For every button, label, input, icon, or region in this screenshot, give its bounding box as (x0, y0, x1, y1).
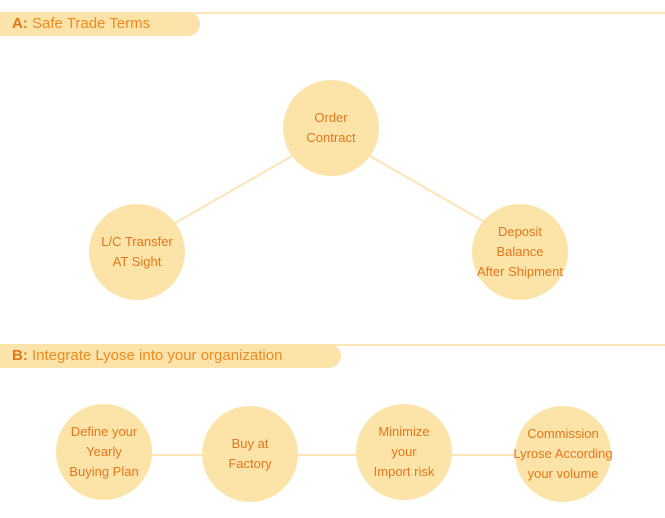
node-lc-transfer: L/C Transfer AT Sight (89, 204, 185, 300)
section-a-tab: A: Safe Trade Terms (0, 12, 200, 36)
node-line: Factory (228, 456, 272, 471)
node-minimize-risk: Minimize your Import risk (356, 404, 452, 500)
section-b-title: Integrate Lyose into your organization (32, 347, 283, 364)
node-line: Lyrose According (513, 446, 613, 461)
node-line: Define your (70, 424, 138, 439)
node-line: Import risk (373, 464, 435, 479)
section-a-title: Safe Trade Terms (32, 15, 151, 32)
node-line: Minimize (378, 424, 430, 439)
section-a-rule (0, 12, 665, 14)
node-line: Commission (527, 426, 599, 441)
node-deposit-balance: Deposit Balance After Shipment (472, 204, 568, 300)
node-line: Deposit (497, 224, 543, 239)
node-line: your (391, 444, 417, 459)
node-line: Buy at (231, 436, 269, 451)
node-commission: Commission Lyrose According your volume (513, 406, 613, 502)
node-line: L/C Transfer (101, 234, 173, 249)
connector-order-lc (169, 155, 293, 227)
node-line: After Shipment (477, 264, 563, 279)
node-line: AT Sight (112, 254, 162, 269)
node-line: Order (314, 110, 348, 125)
node-line: your volume (527, 466, 599, 481)
section-b-tab: B: Integrate Lyose into your organizatio… (0, 344, 341, 368)
node-line: Contract (306, 130, 356, 145)
connector-order-deposit (369, 155, 489, 225)
node-order-contract: Order Contract (283, 80, 379, 176)
node-line: Buying Plan (69, 464, 139, 479)
section-b-header: B: Integrate Lyose into your organizatio… (0, 344, 665, 368)
node-define-plan: Define your Yearly Buying Plan (56, 404, 152, 500)
section-a-letter: A: (12, 15, 28, 32)
node-line: Balance (496, 244, 544, 259)
section-b-letter: B: (12, 347, 28, 364)
section-a-header: A: Safe Trade Terms (0, 12, 665, 36)
node-buy-factory: Buy at Factory (202, 406, 298, 502)
node-line: Yearly (86, 444, 122, 459)
